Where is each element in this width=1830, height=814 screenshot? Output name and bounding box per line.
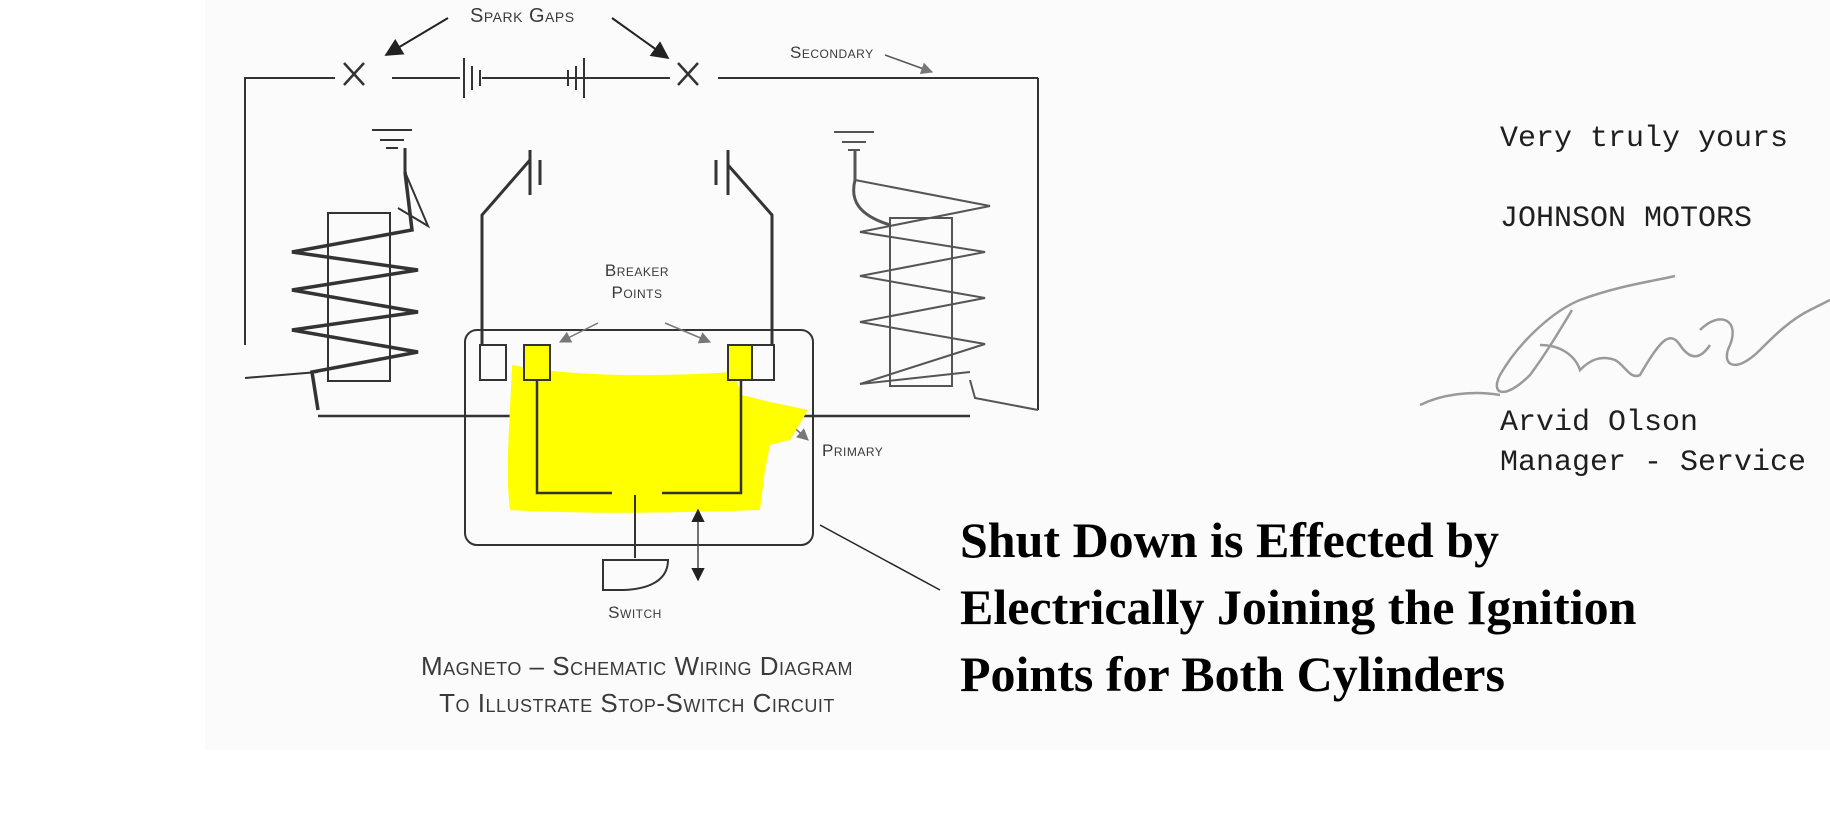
breaker-points-label-line1: Breaker: [605, 261, 669, 280]
closing-line: Very truly yours: [1500, 122, 1788, 156]
breaker-point-right-outer: [751, 344, 775, 381]
primary-label: Primary: [822, 441, 883, 460]
letter-closing: Very truly yours JOHNSON MOTORS Arvid Ol…: [1419, 122, 1830, 480]
company-name: JOHNSON MOTORS: [1500, 202, 1752, 236]
secondary-circuit: [244, 58, 1039, 410]
secondary-arrow: [884, 54, 934, 74]
breaker-point-right-inner: [727, 344, 755, 381]
right-coil: [834, 131, 1039, 411]
breaker-point-left-inner: [523, 344, 551, 381]
spark-gaps-arrow-right: [611, 17, 670, 60]
breaker-leads: [480, 150, 774, 350]
stop-wire-left: [535, 380, 612, 495]
diagram-caption-line1: Magneto – Schematic Wiring Diagram: [421, 651, 853, 681]
breaker-point-left-outer: [479, 344, 507, 381]
ground-symbol-top-right: [567, 58, 585, 98]
breaker-points-arrow-right: [664, 322, 712, 344]
breaker-points: [479, 322, 775, 591]
breaker-box: [464, 329, 814, 546]
magneto-diagram: [244, 17, 1039, 546]
annotation-line2: Electrically Joining the Ignition: [960, 579, 1637, 635]
breaker-points-label-line2: Points: [611, 283, 662, 302]
highlight-marker: [507, 365, 808, 513]
annotation-line3: Points for Both Cylinders: [960, 646, 1505, 702]
signer-name: Arvid Olson: [1500, 406, 1698, 440]
diagram-caption-line2: To Illustrate Stop-Switch Circuit: [439, 688, 835, 718]
ground-symbol-top-left: [463, 58, 481, 98]
annotation-line1: Shut Down is Effected by: [960, 512, 1499, 568]
switch-label: Switch: [608, 603, 662, 622]
spark-gaps-arrow-left: [384, 17, 449, 56]
signer-title: Manager - Service: [1500, 446, 1806, 480]
annotation: Shut Down is Effected by Electrically Jo…: [960, 512, 1637, 702]
switch-knob: [602, 559, 670, 591]
left-coil: [244, 129, 431, 411]
stop-wire-right: [662, 380, 743, 495]
secondary-label: Secondary: [790, 43, 874, 62]
scanned-page: [205, 0, 1830, 750]
spark-gap-left: [343, 62, 365, 86]
breaker-points-arrow-left: [558, 322, 599, 343]
spark-gaps-label: Spark Gaps: [470, 5, 575, 27]
spark-gap-right: [677, 62, 699, 86]
signature: [1419, 274, 1830, 407]
annotation-pointer: [819, 524, 941, 591]
